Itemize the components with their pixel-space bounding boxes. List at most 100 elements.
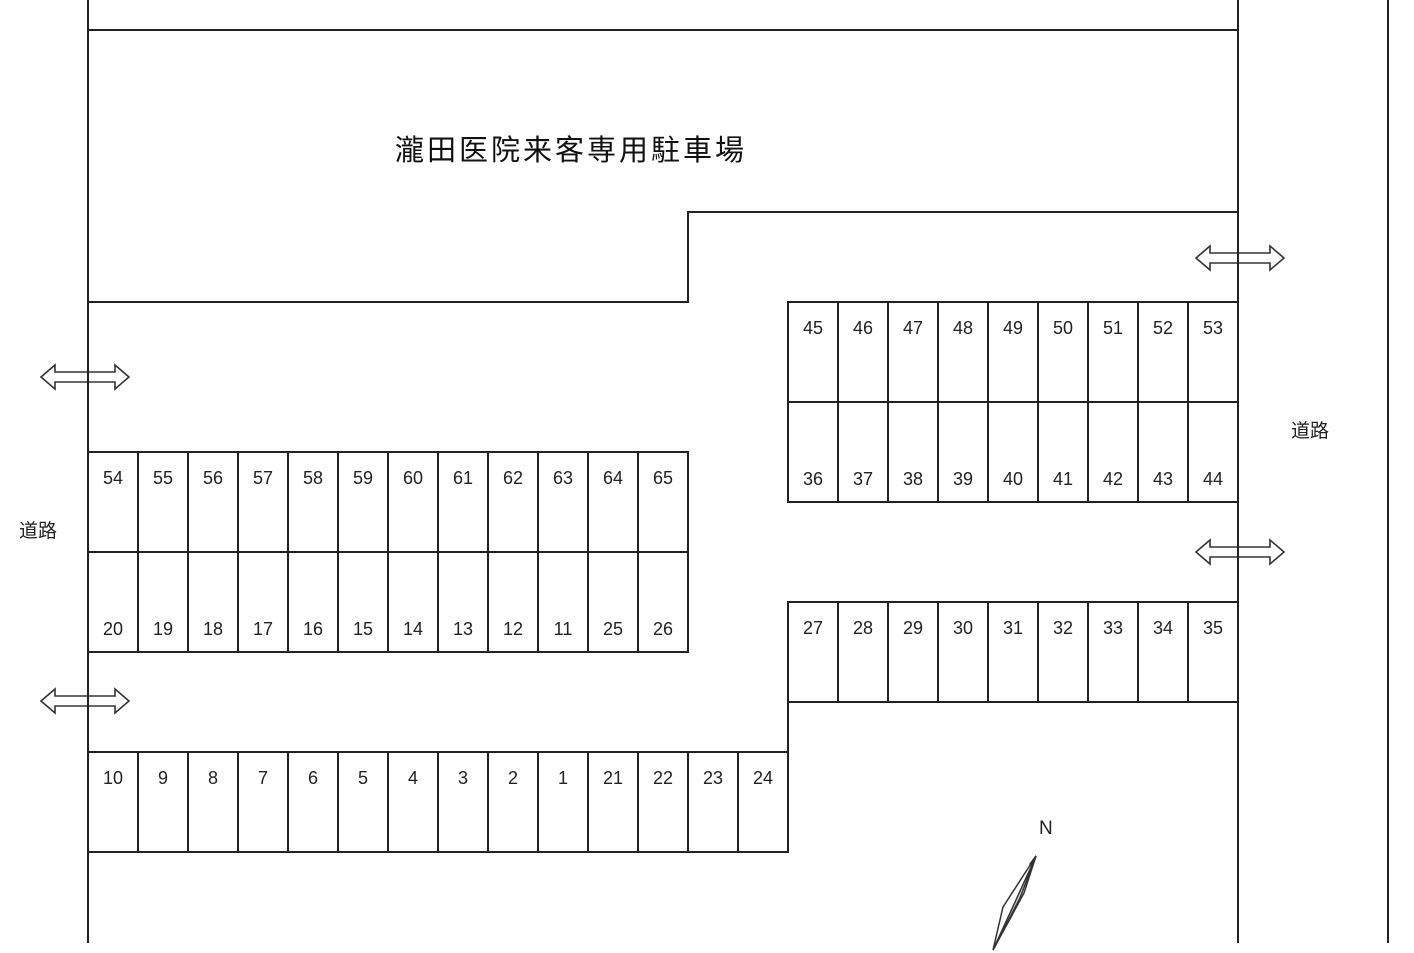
parking-stall[interactable]: 57 [238, 452, 288, 552]
parking-stall[interactable]: 64 [588, 452, 638, 552]
stall-number: 21 [602, 768, 624, 788]
entrance-arrow-left-lower-icon [39, 687, 131, 715]
road-label-left: 道路 [19, 520, 58, 542]
stall-number: 39 [952, 469, 974, 489]
parking-stall[interactable]: 46 [838, 302, 888, 402]
stall-number: 34 [1152, 618, 1174, 638]
parking-stall[interactable]: 50 [1038, 302, 1088, 402]
parking-stall[interactable]: 1 [538, 752, 588, 852]
stall-number: 61 [452, 468, 474, 488]
parking-stall[interactable]: 34 [1138, 602, 1188, 702]
parking-stall[interactable]: 9 [138, 752, 188, 852]
stall-number: 48 [952, 318, 974, 338]
parking-stall[interactable]: 45 [788, 302, 838, 402]
parking-stall[interactable]: 51 [1088, 302, 1138, 402]
entrance-arrow-right-lower-icon [1194, 538, 1286, 566]
stall-number: 1 [557, 768, 568, 788]
parking-stall[interactable]: 61 [438, 452, 488, 552]
parking-stall[interactable]: 63 [538, 452, 588, 552]
parking-stall[interactable]: 37 [838, 402, 888, 502]
stall-number: 36 [802, 469, 824, 489]
stall-number: 55 [152, 468, 174, 488]
parking-stall[interactable]: 54 [88, 452, 138, 552]
stall-number: 65 [652, 468, 674, 488]
parking-stall[interactable]: 28 [838, 602, 888, 702]
parking-stall[interactable]: 42 [1088, 402, 1138, 502]
stall-number: 17 [252, 619, 274, 639]
stall-number: 19 [152, 619, 174, 639]
parking-stall[interactable]: 65 [638, 452, 688, 552]
stall-number: 43 [1152, 469, 1174, 489]
stall-number: 64 [602, 468, 624, 488]
stall-number: 9 [157, 768, 168, 788]
parking-stall[interactable]: 24 [738, 752, 788, 852]
stall-number: 5 [357, 768, 368, 788]
parking-stall[interactable]: 29 [888, 602, 938, 702]
parking-stall[interactable]: 48 [938, 302, 988, 402]
parking-stall[interactable]: 49 [988, 302, 1038, 402]
parking-stall[interactable]: 59 [338, 452, 388, 552]
parking-stall[interactable]: 58 [288, 452, 338, 552]
parking-stall[interactable]: 33 [1088, 602, 1138, 702]
stall-number: 15 [352, 619, 374, 639]
parking-stall[interactable]: 35 [1188, 602, 1238, 702]
parking-stall[interactable]: 2 [488, 752, 538, 852]
parking-stall[interactable]: 62 [488, 452, 538, 552]
parking-stall[interactable]: 18 [188, 552, 238, 652]
parking-stall[interactable]: 5 [338, 752, 388, 852]
parking-stall[interactable]: 21 [588, 752, 638, 852]
parking-stall[interactable]: 43 [1138, 402, 1188, 502]
parking-stall[interactable]: 13 [438, 552, 488, 652]
parking-stall[interactable]: 30 [938, 602, 988, 702]
parking-stall[interactable]: 15 [338, 552, 388, 652]
parking-stall[interactable]: 12 [488, 552, 538, 652]
stall-number: 54 [102, 468, 124, 488]
parking-stall[interactable]: 27 [788, 602, 838, 702]
parking-stall[interactable]: 26 [638, 552, 688, 652]
parking-stall[interactable]: 47 [888, 302, 938, 402]
stall-number: 2 [507, 768, 518, 788]
parking-stall[interactable]: 53 [1188, 302, 1238, 402]
stall-number: 59 [352, 468, 374, 488]
stall-number: 3 [457, 768, 468, 788]
parking-stall[interactable]: 25 [588, 552, 638, 652]
parking-stall[interactable]: 7 [238, 752, 288, 852]
parking-stall[interactable]: 14 [388, 552, 438, 652]
parking-stall[interactable]: 17 [238, 552, 288, 652]
parking-stall[interactable]: 31 [988, 602, 1038, 702]
parking-stall[interactable]: 44 [1188, 402, 1238, 502]
parking-stall[interactable]: 11 [538, 552, 588, 652]
parking-stall[interactable]: 32 [1038, 602, 1088, 702]
parking-stall[interactable]: 52 [1138, 302, 1188, 402]
stall-dividers [137, 302, 1189, 852]
building-outline [88, 211, 1238, 303]
stall-number: 14 [402, 619, 424, 639]
stall-number: 62 [502, 468, 524, 488]
stall-number: 16 [302, 619, 324, 639]
parking-stall[interactable]: 8 [188, 752, 238, 852]
stall-number: 56 [202, 468, 224, 488]
compass-label: N [1039, 818, 1053, 839]
parking-stall[interactable]: 38 [888, 402, 938, 502]
parking-stall[interactable]: 36 [788, 402, 838, 502]
parking-stall[interactable]: 22 [638, 752, 688, 852]
parking-stall[interactable]: 41 [1038, 402, 1088, 502]
parking-stall[interactable]: 6 [288, 752, 338, 852]
stall-number: 50 [1052, 318, 1074, 338]
parking-stall[interactable]: 10 [88, 752, 138, 852]
parking-stall[interactable]: 60 [388, 452, 438, 552]
stall-number: 24 [752, 768, 774, 788]
parking-stall[interactable]: 4 [388, 752, 438, 852]
parking-stall[interactable]: 55 [138, 452, 188, 552]
parking-stall[interactable]: 23 [688, 752, 738, 852]
parking-stall[interactable]: 39 [938, 402, 988, 502]
stall-number: 4 [407, 768, 418, 788]
parking-stall[interactable]: 19 [138, 552, 188, 652]
parking-stall[interactable]: 40 [988, 402, 1038, 502]
stall-number: 38 [902, 469, 924, 489]
parking-stall[interactable]: 16 [288, 552, 338, 652]
parking-stall[interactable]: 3 [438, 752, 488, 852]
entrance-arrow-left-upper-icon [39, 363, 131, 391]
parking-stall[interactable]: 56 [188, 452, 238, 552]
parking-stall[interactable]: 20 [88, 552, 138, 652]
